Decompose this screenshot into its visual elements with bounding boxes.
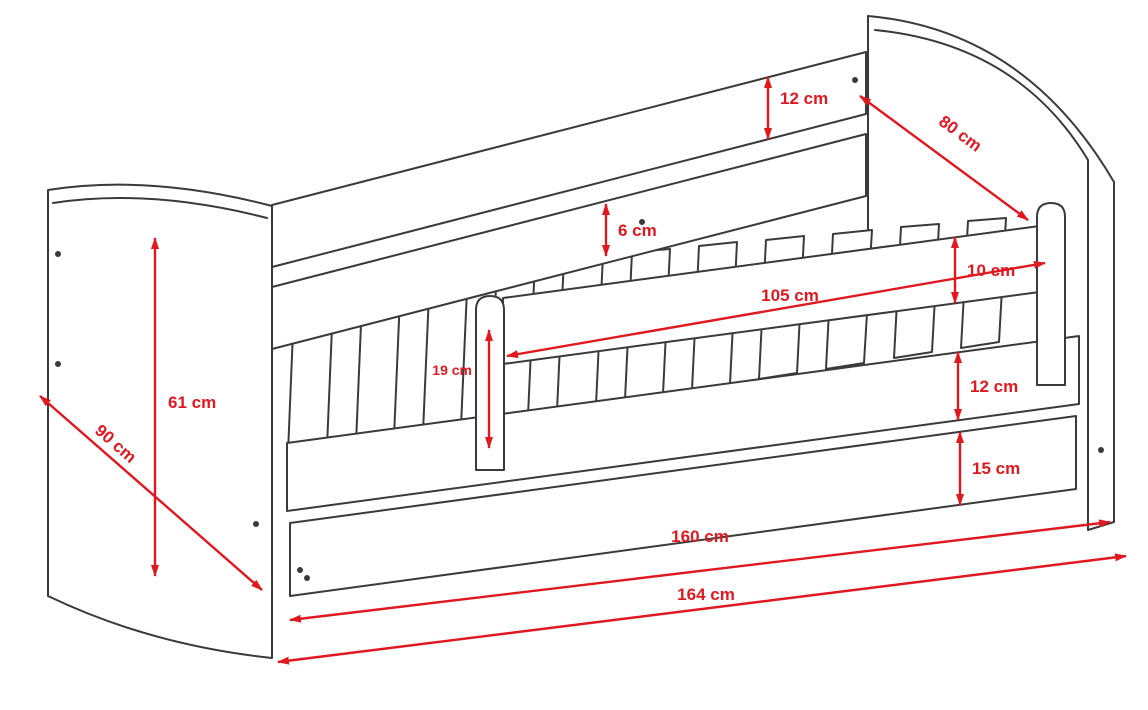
dimension-slat-thickness: 6 cm — [602, 203, 657, 257]
dimension-guard-post-height: 19 cm — [432, 329, 493, 449]
screw-dot — [297, 567, 303, 573]
dimension-outer-length: 164 cm — [277, 553, 1127, 665]
dimension-label-footboard-height: 61 cm — [168, 393, 216, 412]
dimension-label-inner-length: 160 cm — [671, 527, 729, 546]
screw-dot — [639, 219, 645, 225]
guard-post-right — [1036, 202, 1066, 386]
screw-dot — [1098, 447, 1104, 453]
dimension-label-drawer: 15 cm — [972, 459, 1020, 478]
dimension-guard-rail-length: 105 cm — [506, 260, 1046, 359]
dimension-label-outer-length: 164 cm — [677, 585, 735, 604]
dimension-arrow — [506, 260, 1046, 359]
dimension-top-back-rail-height: 12 cm — [764, 76, 828, 140]
screw-dot — [852, 77, 858, 83]
footboard-thickness-edge — [52, 197, 268, 219]
dimension-arrow — [859, 95, 1029, 221]
footboard-outline — [47, 183, 273, 659]
dimension-label-post-height: 19 cm — [432, 362, 472, 378]
dimension-side-rail-height: 12 cm — [954, 351, 1018, 421]
screw-dot — [55, 251, 61, 257]
dimension-label-top-rail: 12 cm — [780, 89, 828, 108]
dimension-headboard-width: 80 cm — [859, 95, 1029, 221]
dimension-arrow — [277, 553, 1127, 665]
screw-dot — [304, 575, 310, 581]
screw-dot — [253, 521, 259, 527]
screw-dot — [55, 361, 61, 367]
headboard-inner-edge — [874, 29, 1089, 531]
dimension-label-guard-length: 105 cm — [761, 286, 819, 305]
dimension-arrow — [39, 395, 263, 591]
footboard-panel — [47, 183, 273, 659]
dimension-label-headboard-width: 80 cm — [935, 112, 985, 156]
headboard-outer-edge — [867, 15, 1115, 531]
dimension-label-side-rail: 12 cm — [970, 377, 1018, 396]
dimension-drawer-front-height: 15 cm — [956, 431, 1020, 506]
dimension-label-slat: 6 cm — [618, 221, 657, 240]
